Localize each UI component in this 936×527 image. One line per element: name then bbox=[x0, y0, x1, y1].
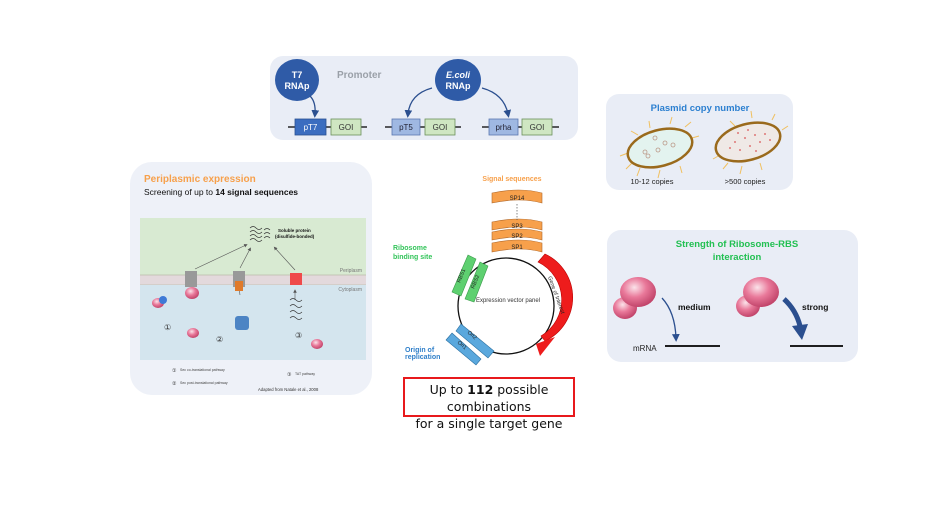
periplasmic-legend-0-num-text: ① bbox=[172, 368, 177, 374]
promoter-ecoli-line1-text: E.coli bbox=[446, 70, 471, 80]
construct-prha: prha GOI bbox=[482, 118, 559, 136]
vector-signal-peptides-3-text: SP1 bbox=[511, 245, 523, 251]
soluble-protein-icon bbox=[249, 226, 271, 242]
periplasmic-legend-2-num-text: ③ bbox=[287, 372, 292, 378]
origin-segments bbox=[445, 323, 495, 366]
vector-ori-0-text: Ori1 bbox=[456, 340, 468, 351]
summary-line2: for a single target gene bbox=[415, 416, 563, 431]
plasmid-circle bbox=[457, 257, 555, 355]
periplasmic-legend-2-text-text: TAT pathway bbox=[295, 372, 315, 376]
promoter-t7-line2-text: RNAp bbox=[285, 81, 310, 91]
periplasmic-subtitle: Screening of up to 14 signal sequences bbox=[144, 187, 298, 197]
rbs-strength-strong-text: strong bbox=[802, 302, 828, 312]
vector-center-label: Expression vector panel bbox=[476, 298, 540, 304]
vector-rbs-0-text: RBS1 bbox=[456, 268, 467, 284]
rbs-segments bbox=[451, 254, 489, 303]
vector-ori-title-line2-text: replication bbox=[405, 354, 440, 361]
ribosome-strong-icon bbox=[736, 277, 779, 317]
promoter-constructs-1-gene-text: GOI bbox=[433, 123, 448, 132]
summary-line1: Up to 112 possible combinations bbox=[429, 382, 549, 414]
promoter-constructs-1-promoter-text: pT5 bbox=[399, 123, 413, 132]
promoter-constructs-2-promoter-text: prha bbox=[495, 123, 512, 132]
ribosome-medium-icon bbox=[613, 277, 656, 319]
periplasmic-soluble-line1-text: Soluble protein bbox=[278, 228, 311, 233]
ecoli-rnap: E.coli RNAp bbox=[435, 59, 481, 101]
periplasmic-subtitle-prefix-text: Screening of up to bbox=[144, 187, 215, 197]
copy-number-title: Plasmid copy number bbox=[651, 103, 750, 114]
low-copy-cell-icon bbox=[619, 116, 700, 179]
arrow-t7 bbox=[309, 95, 320, 118]
periplasmic-legend-0-num-text: ① bbox=[164, 323, 171, 332]
periplasmic-soluble-line2-text: (disulfide-bonded) bbox=[275, 234, 315, 239]
combinations-summary: Up to 112 possible combinations for a si… bbox=[403, 377, 575, 431]
medium-arrow-icon bbox=[661, 297, 680, 342]
secb-chaperone-icon bbox=[235, 316, 249, 330]
rbs-strength-title-line1-text: Strength of Ribosome-RBS bbox=[676, 239, 798, 250]
periplasmic-legend-1-num-text: ② bbox=[172, 381, 177, 387]
sp14 bbox=[491, 189, 543, 204]
rbs-strength-panel: Strength of Ribosome-RBS interaction med… bbox=[607, 230, 858, 362]
low-copy-label: 10-12 copies bbox=[631, 177, 674, 186]
construct-pt5: pT5 GOI bbox=[385, 118, 461, 136]
construct-pt7: pT7 GOI bbox=[288, 118, 367, 136]
vector-rbs-title-line1-text: Ribosome bbox=[393, 245, 427, 252]
rbs-strength-title-line2-text: interaction bbox=[713, 252, 762, 263]
promoter-t7-line1-text: T7 bbox=[292, 70, 303, 80]
periplasmic-legend-1-text-text: Sec post-translational pathway bbox=[180, 381, 228, 385]
promoter-panel: Promoter T7 RNAp E.coli RNAp pT7 GOI pT5… bbox=[270, 56, 578, 140]
periplasmic-legend-2-num-text: ③ bbox=[295, 331, 302, 340]
periplasmic-cytoplasm-text: Cytoplasm bbox=[338, 287, 362, 293]
rbs-strength-medium-text: medium bbox=[678, 302, 711, 312]
arrow-pt5 bbox=[404, 87, 433, 118]
periplasmic-legend-1-num-text: ② bbox=[216, 335, 223, 344]
signal-peptides bbox=[491, 189, 543, 253]
sp1 bbox=[491, 239, 543, 253]
vector-ori-1-text: Ori2 bbox=[466, 330, 478, 341]
vector-rbs-title-line2-text: binding site bbox=[393, 254, 432, 261]
periplasmic-subtitle-bold-text: 14 signal sequences bbox=[215, 187, 298, 197]
vector-rbs-1-text: RBS2 bbox=[470, 274, 481, 290]
arrow-prha bbox=[481, 87, 512, 118]
vector-signal-peptides-1-text: SP3 bbox=[511, 224, 523, 230]
vector-ori-title-line1-text: Origin of bbox=[405, 347, 435, 354]
promoter-constructs-0-promoter-text: pT7 bbox=[304, 123, 318, 132]
strong-arrow-icon bbox=[782, 297, 803, 327]
vector-signal-peptides-0-text: SP14 bbox=[510, 196, 525, 202]
vector-signal-peptides-2-text: SP2 bbox=[511, 234, 523, 240]
periplasmic-panel: Periplasmic expression Screening of up t… bbox=[130, 162, 372, 395]
vector-signal-title-text: Signal sequences bbox=[482, 176, 541, 183]
expression-vector: Signal sequences SP14 SP3 SP2 SP1 Gene o… bbox=[393, 176, 573, 366]
periplasmic-title: Periplasmic expression bbox=[144, 174, 256, 185]
goi-arrowhead bbox=[536, 337, 555, 356]
periplasmic-periplasm-text: Periplasm bbox=[340, 268, 362, 274]
promoter-constructs-0-gene-text: GOI bbox=[339, 123, 354, 132]
sec-translocon-icon bbox=[185, 271, 199, 299]
rbs-strength-mrna-text: mRNA bbox=[633, 344, 657, 353]
sp2 bbox=[491, 228, 543, 241]
promoter-title: Promoter bbox=[337, 70, 382, 81]
tat-translocase-icon bbox=[290, 273, 302, 285]
copy-number-panel: Plasmid copy number 10-12 copies >500 co… bbox=[606, 94, 793, 190]
promoter-ecoli-line2-text: RNAp bbox=[446, 81, 471, 91]
high-copy-cell-icon bbox=[712, 110, 789, 175]
sp3 bbox=[491, 218, 543, 231]
secyeg-icon bbox=[233, 271, 245, 291]
credit: Adapted from Natale et al., 2008 bbox=[258, 387, 319, 392]
t7-rnap: T7 RNAp bbox=[275, 59, 319, 101]
periplasmic-legend-0-text-text: Sec co-translational pathway bbox=[180, 368, 225, 372]
promoter-constructs-2-gene-text: GOI bbox=[530, 123, 545, 132]
high-copy-label: >500 copies bbox=[725, 177, 766, 186]
